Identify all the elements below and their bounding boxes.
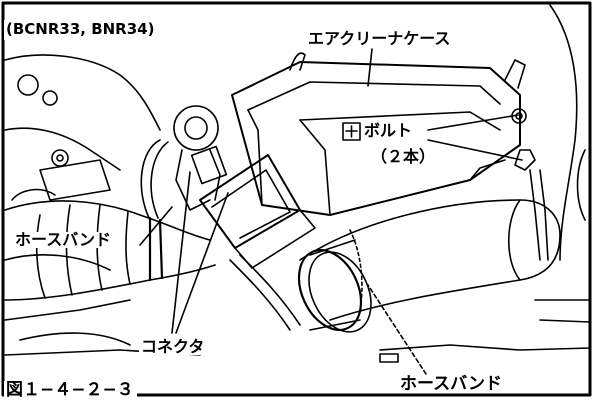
leader-lines (139, 48, 523, 375)
connector-label: コネクタ (139, 337, 207, 356)
air-cleaner-case-label: エアクリーナケース (306, 29, 453, 48)
air-duct (199, 154, 316, 269)
hose-band-bottom-label: ホースバンド (398, 374, 504, 394)
bolt-label: ボルト (364, 121, 413, 140)
right-wiring (514, 4, 586, 261)
figure-number: 図１−４−２−３ (4, 381, 137, 399)
hose-band-clamp (297, 239, 372, 333)
model-label: (BCNR33, BNR34) (4, 20, 159, 40)
air-cleaner-case (231, 52, 527, 216)
intake-hose-left (4, 200, 216, 301)
bolt-count-label: （２本） (371, 147, 436, 166)
hose-band-left-label: ホースバンド (13, 230, 114, 249)
background-engine-parts (4, 54, 161, 346)
intake-pipe-right (299, 199, 561, 321)
sensor-assembly (140, 105, 228, 221)
bolt-symbol (342, 122, 361, 141)
lower-pipes (4, 254, 591, 363)
